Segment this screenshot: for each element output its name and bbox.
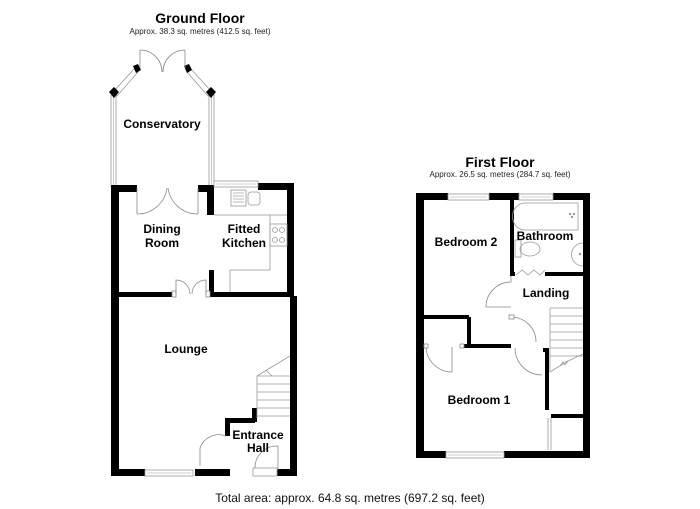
label-bedroom1: Bedroom 1 bbox=[448, 393, 511, 407]
label-entrance-2: Hall bbox=[247, 441, 269, 455]
total-area: Total area: approx. 64.8 sq. metres (697… bbox=[215, 491, 485, 505]
ground-floor-plan bbox=[109, 49, 297, 477]
ground-floor-title: Ground Floor bbox=[155, 10, 245, 26]
label-kitchen-2: Kitchen bbox=[222, 236, 266, 250]
label-lounge: Lounge bbox=[164, 342, 208, 356]
kitchen-fittings bbox=[214, 189, 288, 292]
label-landing: Landing bbox=[523, 286, 570, 300]
label-bathroom: Bathroom bbox=[517, 229, 574, 243]
label-dining-2: Room bbox=[145, 236, 179, 250]
first-floor-title: First Floor bbox=[465, 154, 535, 170]
label-entrance-1: Entrance bbox=[232, 428, 284, 442]
ground-floor-area: Approx. 38.3 sq. metres (412.5 sq. feet) bbox=[129, 27, 271, 36]
first-floor-plan bbox=[416, 193, 590, 459]
room-labels: Conservatory Dining Room Fitted Kitchen … bbox=[123, 117, 573, 455]
first-floor-walls bbox=[416, 193, 590, 458]
first-floor-area: Approx. 26.5 sq. metres (284.7 sq. feet) bbox=[429, 170, 571, 179]
label-conservatory: Conservatory bbox=[123, 117, 201, 131]
label-dining-1: Dining bbox=[143, 222, 180, 236]
ground-floor-stairs bbox=[256, 355, 291, 418]
first-floor-stairs bbox=[549, 307, 584, 373]
label-bedroom2: Bedroom 2 bbox=[435, 235, 498, 249]
conservatory bbox=[109, 49, 216, 188]
bathroom-fittings bbox=[512, 202, 584, 276]
ground-floor-walls bbox=[111, 183, 297, 476]
label-kitchen-1: Fitted bbox=[228, 222, 261, 236]
